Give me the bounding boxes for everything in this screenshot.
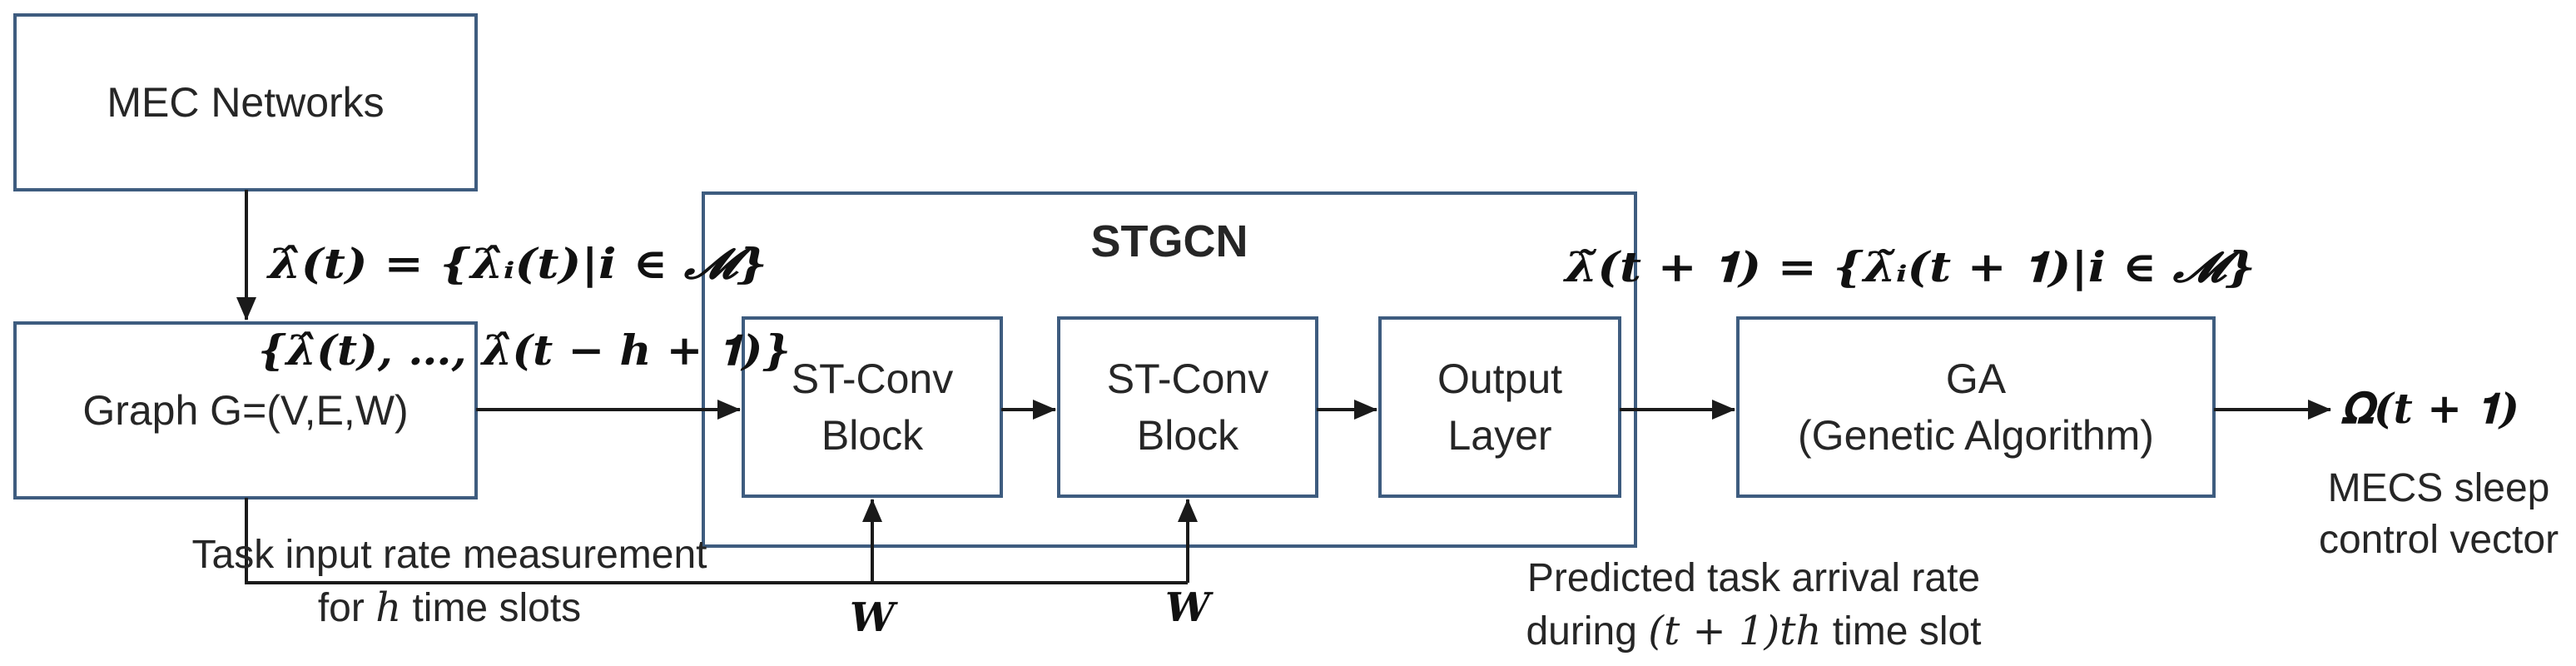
stconv-block-1-box (742, 316, 1003, 498)
stconv-block-1-label-line1: ST-Conv (792, 355, 954, 402)
predicted-label-line1: Predicted task arrival rate (1527, 556, 1980, 600)
graph-label: Graph G=(V,E,W) (82, 387, 408, 434)
stconv-block-1-label-line2: Block (821, 412, 924, 459)
stconv-block-2-label-line2: Block (1137, 412, 1239, 459)
formula-w-1: 𝑾 (850, 594, 898, 641)
mec-networks-box (13, 13, 478, 191)
output-layer-box (1378, 316, 1621, 498)
task-input-label-line2: for h time slots (318, 584, 581, 631)
formula-lambda-predicted: λ̃(𝒕 + 𝟏) = {λ̃ᵢ(𝒕 + 𝟏)|𝒊 ∈ 𝓜} (1563, 242, 2256, 292)
formula-omega: 𝛀(𝒕 + 𝟏) (2340, 384, 2519, 433)
predicted-label-line2: during (t + 1)th time slot (1526, 608, 1981, 654)
mecs-label-line2: control vector (2319, 518, 2559, 562)
formula-lambda-sequence: {λ̂(𝒕), …, λ̂(𝒕 − 𝒉 + 𝟏)} (258, 326, 791, 375)
stconv-block-2-box (1057, 316, 1318, 498)
formula-lambda-t: λ̂(𝒕) = {λ̂ᵢ(𝒕)|𝒊 ∈ 𝓜} (266, 239, 767, 289)
formula-w-2: 𝑾 (1165, 584, 1214, 631)
stconv-block-2-label-line1: ST-Conv (1107, 355, 1269, 402)
ga-label-line1: GA (1946, 355, 2007, 402)
predicted-var-t1th: (t + 1)th (1648, 608, 1821, 654)
ga-box (1736, 316, 2216, 498)
task-input-label-line1: Task input rate measurement (192, 533, 707, 577)
output-layer-label-line1: Output (1437, 355, 1562, 402)
ga-label-line2: (Genetic Algorithm) (1798, 412, 2154, 459)
output-layer-label-line2: Layer (1447, 412, 1551, 459)
stgcn-title: STGCN (1091, 216, 1248, 266)
mecs-label-line1: MECS sleep (2328, 466, 2550, 510)
task-input-var-h: h (375, 584, 401, 631)
mec-networks-label: MEC Networks (107, 79, 384, 126)
graph-box (13, 321, 478, 500)
